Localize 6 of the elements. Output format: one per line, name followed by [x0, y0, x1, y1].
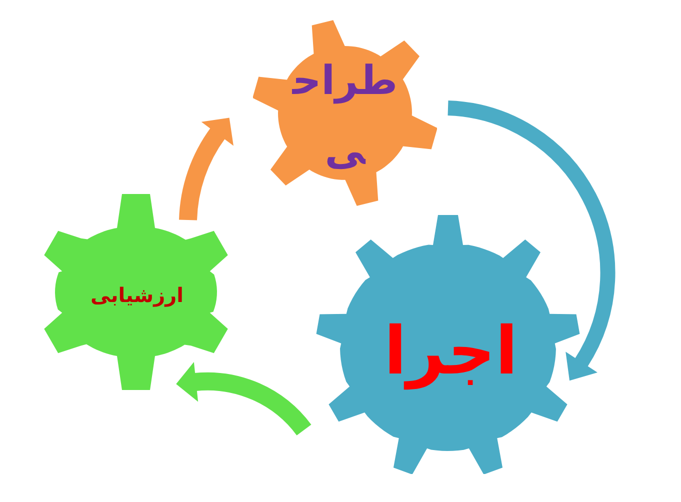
gear-label: ارزشیابی — [90, 283, 184, 307]
gear-label: طراحی — [291, 56, 399, 176]
curved-arrow — [179, 117, 234, 221]
curved-arrow — [447, 100, 616, 382]
curved-arrow — [176, 362, 311, 436]
gear-label: اجرا — [384, 311, 518, 391]
